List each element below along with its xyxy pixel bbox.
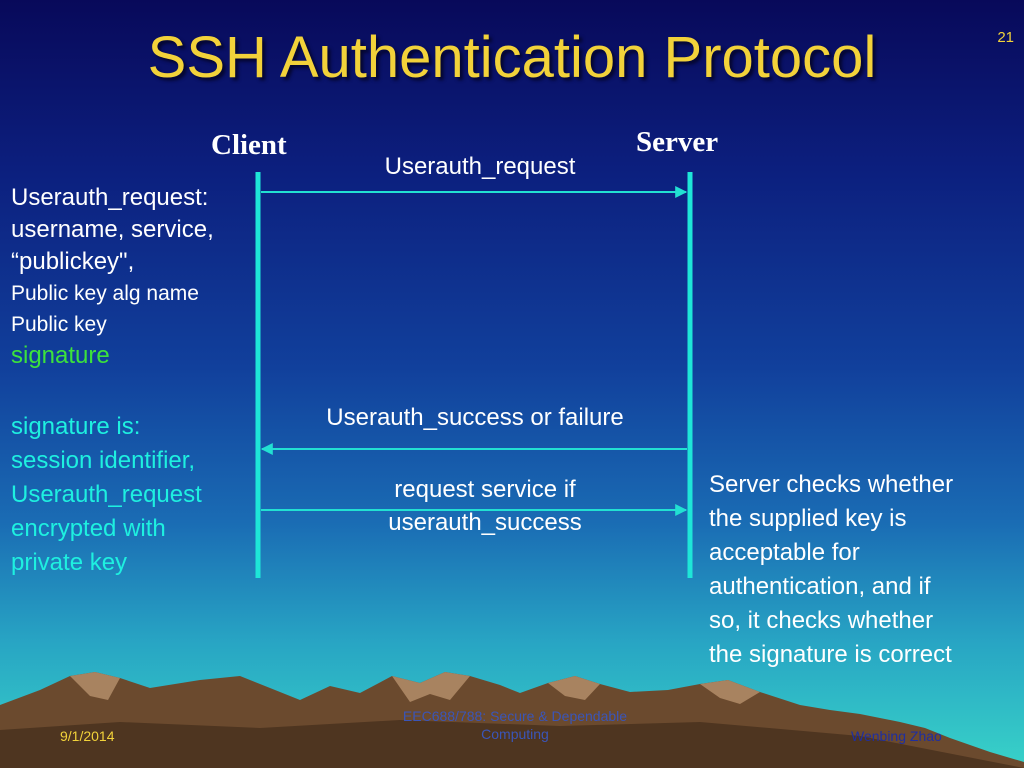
footer-course: EEC688/788: Secure & Dependable Computin… (360, 707, 670, 743)
text-line: username, service, (11, 216, 214, 243)
text-line: the signature is correct (709, 641, 952, 668)
footer-date: 9/1/2014 (60, 728, 115, 744)
slide-number: 21 (997, 29, 1014, 46)
text-line: encrypted with (11, 515, 166, 542)
footer-course-line: EEC688/788: Secure & Dependable (402, 708, 628, 724)
text-line: Public key alg name (11, 282, 199, 305)
text-line: the supplied key is (709, 505, 907, 532)
client-label: Client (211, 129, 287, 161)
request-fields-text: Userauth_request: username, service, “pu… (11, 182, 214, 372)
message-userauth-request: Userauth_request (384, 153, 576, 180)
server-check-note: Server checks whether the supplied key i… (709, 468, 1019, 672)
text-line: acceptable for (709, 539, 860, 566)
message-userauth-success: Userauth_success or failure (326, 404, 624, 431)
text-line: Public key (11, 313, 107, 336)
message-request-service: request service if userauth_success (330, 473, 640, 539)
footer-author: Wenbing Zhao (851, 728, 942, 744)
text-line: authentication, and if (709, 573, 931, 600)
message-line: request service if (394, 476, 576, 503)
text-line: Userauth_request: (11, 184, 209, 211)
text-line: Userauth_request (11, 481, 202, 508)
text-line-signature: signature (11, 342, 110, 369)
text-line: signature is: (11, 413, 141, 440)
signature-explanation-text: signature is: session identifier, Userau… (11, 410, 202, 580)
text-line: private key (11, 549, 128, 576)
server-label: Server (636, 126, 719, 158)
text-line: so, it checks whether (709, 607, 934, 634)
text-line: session identifier, (11, 447, 196, 474)
text-line: “publickey", (11, 248, 135, 275)
footer-course-line: Computing (481, 726, 549, 742)
slide-title: SSH Authentication Protocol (147, 25, 877, 90)
mountain-shadow (0, 720, 1024, 768)
text-line: Server checks whether (709, 471, 954, 498)
mountain-highlights (70, 672, 760, 704)
message-line: userauth_success (388, 509, 582, 536)
